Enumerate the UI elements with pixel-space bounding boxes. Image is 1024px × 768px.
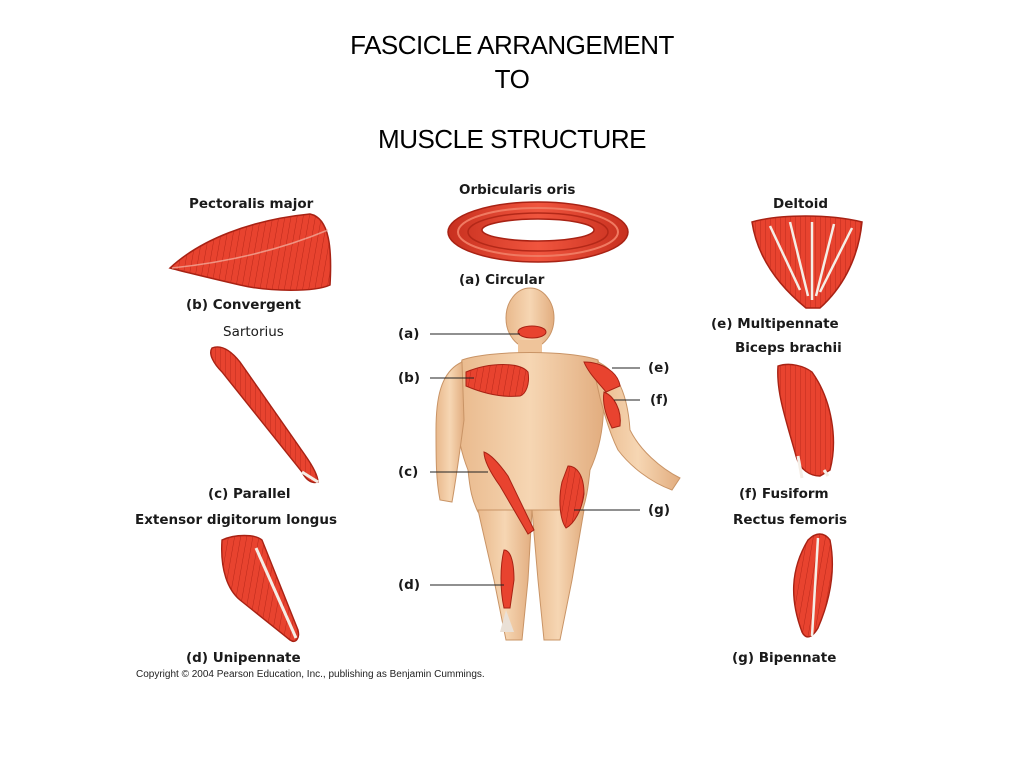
- title-line-1: FASCICLE ARRANGEMENT: [350, 30, 674, 60]
- multipennate-type-label: (e) Multipennate: [711, 316, 839, 332]
- callout-d: (d): [398, 577, 421, 593]
- callout-f: (f): [650, 392, 669, 408]
- deltoid-name: Deltoid: [773, 196, 829, 212]
- human-body-figure: [435, 287, 681, 641]
- callout-b: (b): [398, 370, 421, 386]
- callout-e: (e): [648, 360, 670, 376]
- deltoid-illustration: [751, 215, 863, 309]
- biceps-brachii-name: Biceps brachii: [735, 340, 842, 356]
- biceps-brachii-illustration: [777, 363, 835, 479]
- bipennate-type-label: (g) Bipennate: [732, 650, 837, 666]
- parallel-type-label: (c) Parallel: [208, 486, 291, 502]
- callout-g: (g): [648, 502, 671, 518]
- extensor-digitorum-name: Extensor digitorum longus: [135, 512, 337, 528]
- orbicularis-oris-illustration: [447, 201, 629, 263]
- pectoralis-major-name: Pectoralis major: [189, 196, 314, 212]
- pectoralis-major-illustration: [168, 213, 332, 291]
- callout-a: (a): [398, 326, 420, 342]
- orbicularis-oris-name: Orbicularis oris: [459, 182, 576, 198]
- extensor-digitorum-illustration: [220, 534, 300, 642]
- sartorius-name: Sartorius: [223, 324, 284, 340]
- callout-c: (c): [398, 464, 419, 480]
- sartorius-illustration: [210, 346, 319, 484]
- title-line-2: TO: [494, 64, 530, 94]
- fusiform-type-label: (f) Fusiform: [739, 486, 829, 502]
- callout-lines: [430, 333, 640, 586]
- rectus-femoris-name: Rectus femoris: [733, 512, 848, 528]
- copyright-notice: Copyright © 2004 Pearson Education, Inc.…: [136, 669, 485, 680]
- unipennate-type-label: (d) Unipennate: [186, 650, 301, 666]
- title-line-3: MUSCLE STRUCTURE: [378, 124, 646, 154]
- circular-type-label: (a) Circular: [459, 272, 545, 288]
- convergent-type-label: (b) Convergent: [186, 297, 301, 313]
- rectus-femoris-illustration: [793, 533, 834, 638]
